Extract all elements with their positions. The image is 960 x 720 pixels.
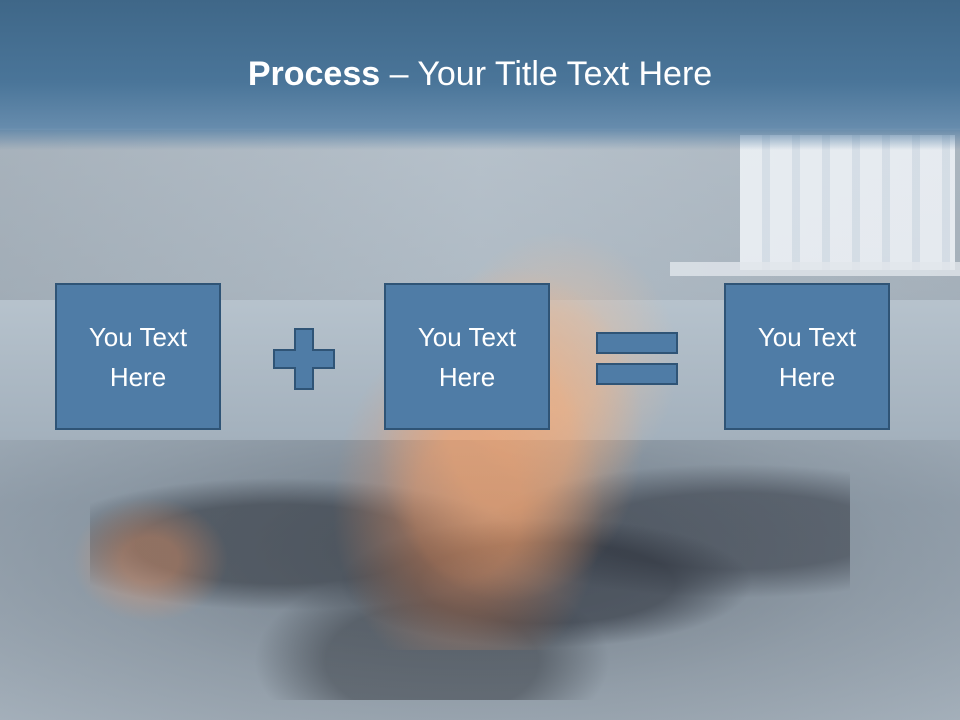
slide-title[interactable]: Process – Your Title Text Here bbox=[0, 52, 960, 96]
process-box-2-text: You Text Here bbox=[417, 321, 517, 392]
process-box-2[interactable]: You Text Here bbox=[384, 283, 550, 430]
title-rest: – Your Title Text Here bbox=[380, 55, 713, 93]
background-window bbox=[740, 135, 955, 270]
title-bold: Process bbox=[247, 55, 381, 93]
background-fire-left bbox=[50, 480, 250, 640]
equals-icon bbox=[596, 332, 678, 385]
process-box-1[interactable]: You Text Here bbox=[55, 283, 221, 430]
background-window-sill bbox=[670, 262, 960, 276]
title-bar bbox=[0, 0, 960, 150]
process-box-3-text: You Text Here bbox=[757, 321, 857, 392]
background-logs bbox=[90, 440, 850, 700]
plus-icon bbox=[273, 328, 335, 390]
process-box-1-text: You Text Here bbox=[88, 321, 188, 392]
process-box-3[interactable]: You Text Here bbox=[724, 283, 890, 430]
